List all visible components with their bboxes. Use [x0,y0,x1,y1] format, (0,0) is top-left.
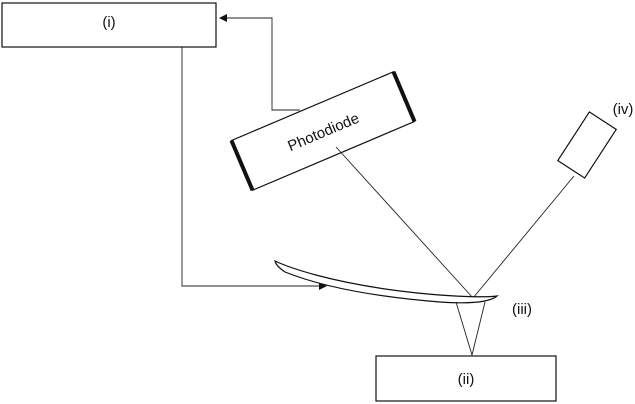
reflected-beam [335,146,474,299]
tip [455,301,486,357]
controller-label: (i) [102,14,115,31]
controller-box [1,2,217,48]
photodiode-to-controller-arrow [219,14,300,111]
sample-stage-label: (ii) [458,371,475,388]
photodiode-box: Photodiode [229,70,417,192]
sample-stage-box [375,355,557,402]
cantilever [274,259,499,304]
laser-box [556,111,618,179]
laser-label: (iv) [613,101,634,118]
tip-label: (iii) [512,301,532,318]
controller-to-cantilever-arrow [181,47,327,290]
incident-beam [472,175,575,299]
